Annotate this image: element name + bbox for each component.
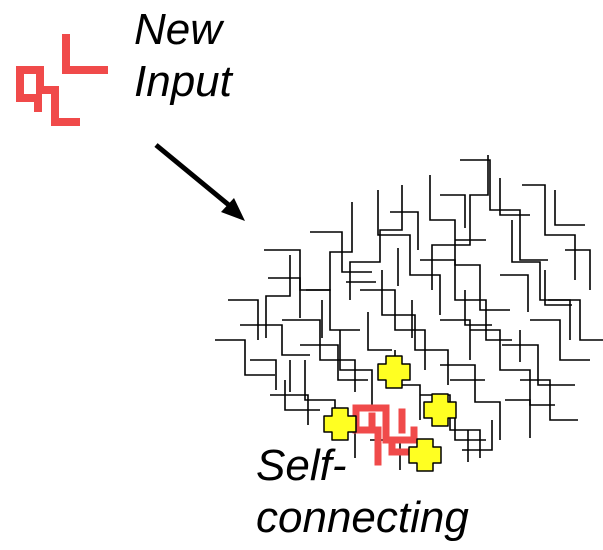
connection-marker-icon [377, 355, 411, 389]
wire-path [215, 339, 275, 376]
wire-path [228, 299, 259, 340]
new-input-label-line1: New [134, 5, 223, 54]
wire-path [520, 379, 578, 421]
wire-path [440, 364, 501, 440]
self-connecting-label-line2: connecting [256, 493, 469, 542]
wire-path [511, 220, 571, 340]
wire-path [500, 274, 529, 312]
wire-path [367, 312, 392, 351]
connection-marker-icon [323, 407, 357, 441]
connection-marker-icon [423, 393, 457, 427]
wire-path [250, 359, 277, 390]
wire-path [505, 399, 531, 438]
new-input-pattern-icon [16, 34, 108, 126]
wire-path [530, 319, 590, 361]
wire-path [264, 249, 360, 331]
wire-path [454, 410, 486, 441]
wire-path [431, 155, 489, 290]
wire-path [390, 211, 419, 250]
wire-path [460, 159, 548, 261]
wire-path [440, 194, 466, 228]
self-connecting-pattern-icon [352, 404, 418, 466]
wire-network [215, 155, 603, 470]
wire-path [420, 259, 512, 341]
wire-path [554, 190, 585, 226]
wire-path [339, 330, 373, 405]
new-input-label-line2: Input [134, 57, 232, 106]
wire-path [440, 319, 471, 360]
wire-path [464, 290, 492, 326]
wire-path [265, 255, 291, 338]
wire-path [502, 344, 575, 386]
wire-path [240, 324, 310, 356]
wire-path [300, 344, 368, 381]
wire-path [377, 190, 441, 315]
wire-path [470, 329, 555, 406]
arrow-icon [154, 143, 245, 221]
connection-markers [323, 355, 457, 472]
wire-path [544, 270, 572, 306]
wire-path [310, 231, 372, 273]
wire-path [499, 178, 530, 216]
wire-path [268, 277, 301, 318]
wire-path [306, 202, 353, 291]
wire-path [522, 184, 576, 280]
wire-path [462, 420, 493, 451]
wire-path [349, 185, 403, 300]
wire-path [270, 394, 309, 425]
wire-path [381, 270, 449, 385]
self-connecting-label-line1: Self- [256, 441, 347, 490]
wire-path [284, 380, 320, 411]
wire-path [548, 299, 603, 341]
connection-marker-icon [408, 438, 442, 472]
wire-path [565, 249, 591, 290]
wire-path [360, 289, 426, 370]
